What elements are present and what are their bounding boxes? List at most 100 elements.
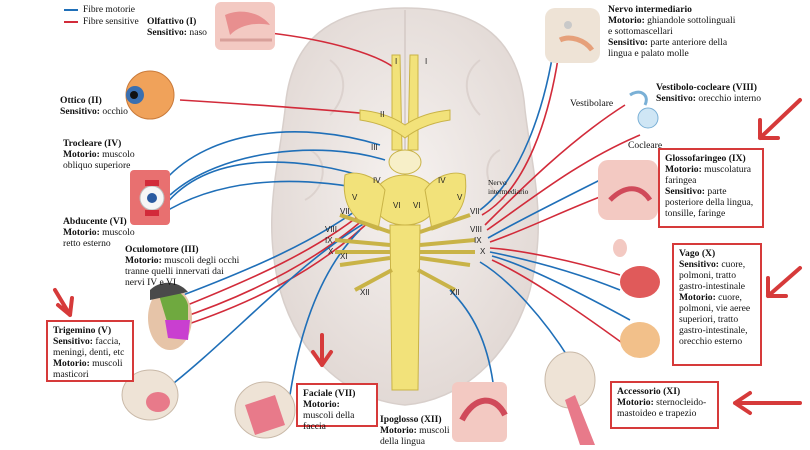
legend: Fibre motorie Fibre sensitive bbox=[64, 4, 139, 28]
vestibulocochlear-sens: Sensitivo: orecchio interno bbox=[656, 93, 761, 104]
vagus-mot: Motorio: cuore, polmoni, vie aeree super… bbox=[679, 292, 751, 347]
oculomotor-fibre bbox=[169, 149, 386, 196]
intermediate-label: Nervo intermediario Motorio: ghiandole s… bbox=[608, 4, 738, 59]
intermediate-title: Nervo intermediario bbox=[608, 4, 692, 15]
hypoglossal-mot: Motorio: muscoli della lingua bbox=[380, 425, 450, 447]
glossopharyngeal-sens: Sensitivo: parte posteriore della lingua… bbox=[665, 186, 754, 219]
facial-mot: Motorio: muscoli della faccia bbox=[303, 399, 355, 432]
vagus-box: Vago (X) Sensitivo: cuore, polmoni, trat… bbox=[672, 243, 762, 366]
vagus-fibre-4 bbox=[491, 259, 626, 346]
numeral-v-right: V bbox=[457, 193, 463, 202]
vestibulocochlear-label: Vestibolo-cocleare (VIII) Sensitivo: ore… bbox=[656, 82, 781, 104]
cochlear-fibre bbox=[486, 134, 641, 231]
numeral-vii-left: VII bbox=[340, 207, 350, 216]
olfactory-fibre bbox=[269, 32, 398, 71]
trigeminal-motor-fibre bbox=[169, 199, 371, 301]
eye-muscles-illustration bbox=[130, 170, 170, 225]
trochlear-label: Trocleare (IV) Motorio: muscolo obliquo … bbox=[63, 138, 145, 171]
intermediate-sens-fibre bbox=[481, 44, 561, 216]
vagus-fibre-2 bbox=[489, 251, 621, 291]
annotation-arrows bbox=[53, 98, 802, 415]
trochlear-title: Trocleare (IV) bbox=[63, 138, 122, 149]
olfactory-sens: Sensitivo: naso bbox=[147, 27, 207, 38]
brainstem bbox=[334, 54, 476, 391]
eye-illustration bbox=[125, 70, 175, 120]
trochlear-mot: Motorio: muscolo obliquo superiore bbox=[63, 149, 135, 171]
oculomotor-title: Oculomotore (III) bbox=[125, 244, 199, 255]
numeral-viii-left: VIII bbox=[325, 225, 337, 234]
oculomotor-label: Oculomotore (III) Motorio: muscoli degli… bbox=[125, 244, 240, 288]
accessory-mot: Motorio: sternocleido-mastoideo e trapez… bbox=[617, 397, 707, 419]
glossopharyngeal-mot: Motorio: muscolatura faringea bbox=[665, 164, 752, 186]
arrow-glossopharyngeal bbox=[758, 98, 802, 140]
trigeminal-masseter-fibre bbox=[164, 219, 371, 391]
trigeminal-sensory-fibre-3 bbox=[169, 214, 377, 331]
intermediate-sens: Sensitivo: parte anteriore della lingua … bbox=[608, 37, 728, 59]
neck-muscles-illustration bbox=[544, 351, 596, 445]
glossopharyngeal-box: Glossofaringeo (IX) Motorio: muscolatura… bbox=[658, 148, 764, 228]
accessory-box: Accessorio (XI) Motorio: sternocleido-ma… bbox=[610, 381, 719, 429]
tongue-illustration bbox=[452, 382, 508, 442]
numeral-xi: XI bbox=[340, 252, 348, 261]
cochlear-label: Cocleare bbox=[628, 140, 663, 151]
nose-illustration bbox=[215, 2, 275, 50]
legend-sensory: Fibre sensitive bbox=[64, 16, 139, 28]
arrow-facial bbox=[311, 333, 333, 367]
skull-face-illustration bbox=[234, 381, 296, 439]
skull-masseter-illustration bbox=[121, 369, 179, 421]
trigeminal-box: Trigemino (V) Sensitivo: faccia, meningi… bbox=[46, 320, 134, 382]
vestibulocochlear-title: Vestibolo-cocleare (VIII) bbox=[656, 82, 757, 93]
arrow-trigeminal bbox=[53, 288, 74, 317]
numeral-viii-right: VIII bbox=[470, 225, 482, 234]
facial-box: Faciale (VII) Motorio: muscoli della fac… bbox=[296, 383, 378, 432]
numeral-i-left: I bbox=[395, 57, 397, 66]
numeral-iii: III bbox=[371, 143, 378, 152]
numeral-ix-right: IX bbox=[474, 236, 482, 245]
glossopharyngeal-motor-fibre bbox=[487, 179, 601, 239]
numeral-x-right: X bbox=[480, 247, 486, 256]
optic-label: Ottico (II) Sensitivo: occhio bbox=[60, 95, 140, 117]
oculomotor-mot: Motorio: muscoli degli occhi tranne quel… bbox=[125, 255, 240, 288]
trigeminal-sens: Sensitivo: faccia, meningi, denti, etc bbox=[53, 336, 125, 358]
numeral-ii: II bbox=[380, 110, 384, 119]
numeral-iv-left: IV bbox=[373, 176, 381, 185]
legend-sensory-label: Fibre sensitive bbox=[83, 17, 139, 27]
facial-fibre bbox=[289, 229, 361, 396]
arrow-vagus bbox=[766, 266, 802, 298]
legend-motor: Fibre motorie bbox=[64, 4, 139, 16]
intermediate-mot: Motorio: ghiandole sottolinguali e sotto… bbox=[608, 15, 736, 37]
motor-swatch bbox=[64, 8, 78, 11]
numeral-xii-left: XII bbox=[360, 288, 370, 297]
olfactory-title: Olfattivo (I) bbox=[147, 16, 197, 27]
pharynx-illustration bbox=[598, 160, 658, 220]
numeral-vi-right: VI bbox=[413, 201, 421, 210]
hypoglossal-label: Ipoglosso (XII) Motorio: muscoli della l… bbox=[380, 414, 470, 447]
optic-title: Ottico (II) bbox=[60, 95, 102, 106]
abducens-fibre bbox=[164, 161, 376, 206]
accessory-fibre bbox=[479, 261, 571, 361]
vagus-fibre-1 bbox=[489, 247, 621, 276]
trigeminal-mot: Motorio: muscoli masticori bbox=[53, 358, 123, 380]
trigeminal-sensory-fibre-2 bbox=[174, 209, 375, 321]
center-intermediate-label: Nervo intermediario bbox=[488, 178, 529, 196]
numeral-vi-left: VI bbox=[393, 201, 401, 210]
facial-title: Faciale (VII) bbox=[303, 388, 356, 399]
trigeminal-title: Trigemino (V) bbox=[53, 325, 112, 336]
nerve-fibres bbox=[159, 32, 641, 401]
numeral-v-left: V bbox=[352, 193, 358, 202]
numeral-xii-right: XII bbox=[450, 288, 460, 297]
glossopharyngeal-sens-fibre bbox=[489, 194, 606, 243]
legend-motor-label: Fibre motorie bbox=[83, 5, 135, 15]
numeral-i-right: I bbox=[425, 57, 427, 66]
abducens-mot: Motorio: muscolo retto esterno bbox=[63, 227, 135, 249]
vagus-title: Vago (X) bbox=[679, 248, 716, 259]
organs-illustration bbox=[613, 239, 660, 358]
vagus-fibre-3 bbox=[491, 255, 631, 321]
glossopharyngeal-title: Glossofaringeo (IX) bbox=[665, 153, 746, 164]
head-face-illustration bbox=[148, 282, 192, 350]
hypoglossal-fibre bbox=[449, 289, 496, 401]
numeral-x-left: X bbox=[328, 247, 334, 256]
optic-sens: Sensitivo: occhio bbox=[60, 106, 128, 117]
vestibular-label: Vestibolare bbox=[570, 98, 614, 109]
